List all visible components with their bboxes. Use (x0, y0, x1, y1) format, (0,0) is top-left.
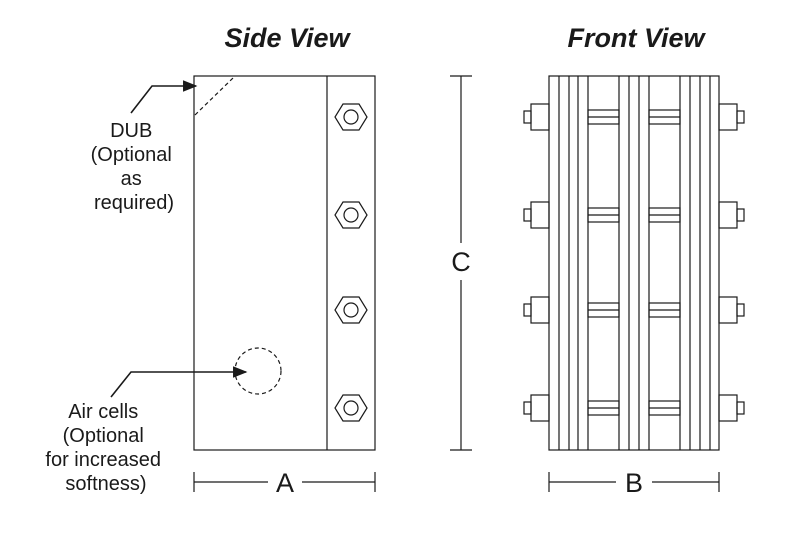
air-cell-outline (234, 347, 282, 395)
dub-line-1: DUB (110, 120, 152, 142)
hex-nut-1 (334, 103, 368, 131)
side-view-body (193, 75, 376, 451)
side-view (193, 75, 376, 451)
dimension-c-label: C (451, 247, 471, 277)
dub-outline (194, 76, 235, 116)
front-view-slats (558, 76, 711, 450)
dub-line-2: (Optional (91, 144, 172, 166)
dimension-b (548, 472, 720, 492)
front-view-title: Front View (567, 23, 706, 53)
air-cells-line-4: softness) (65, 473, 146, 495)
dub-line-4: required) (94, 192, 174, 214)
dimension-a-label: A (276, 468, 294, 498)
dimension-b-label: B (625, 468, 643, 498)
air-cells-callout-text: Air cells (Optional for increased softne… (45, 401, 166, 495)
air-cells-line-3: for increased (45, 449, 161, 471)
bolt-row-4 (523, 394, 745, 422)
air-cells-line-1: Air cells (68, 401, 138, 423)
dub-line-3: as (121, 168, 142, 190)
dimension-c (450, 75, 472, 451)
bolt-row-3 (523, 296, 745, 324)
air-cells-leader-arrow (110, 366, 248, 398)
dub-callout-text: DUB (Optional as required) (91, 120, 178, 214)
front-view (523, 75, 745, 451)
front-view-body (548, 75, 720, 451)
bolt-row-1 (523, 103, 745, 131)
dimension-a (193, 472, 376, 492)
hex-nut-2 (334, 201, 368, 229)
dub-leader-arrow (130, 80, 198, 114)
bolt-row-2 (523, 201, 745, 229)
hex-nut-3 (334, 296, 368, 324)
air-cells-line-2: (Optional (63, 425, 144, 447)
hex-nut-4 (334, 394, 368, 422)
side-view-title: Side View (224, 23, 351, 53)
